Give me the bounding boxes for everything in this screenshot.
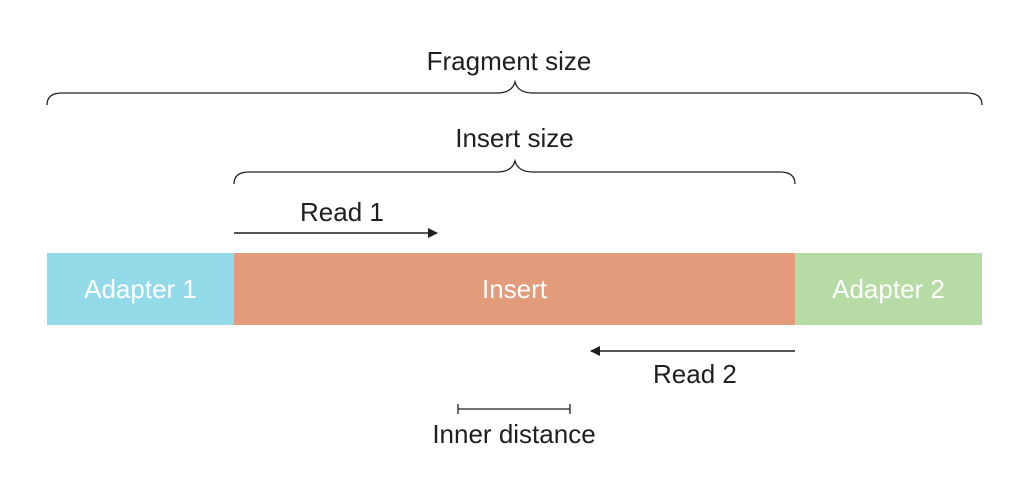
fragment-size-brace (46, 79, 983, 106)
inner-distance-bar (457, 404, 571, 414)
adapter1-segment: Adapter 1 (47, 253, 234, 325)
fragment-size-label: Fragment size (426, 46, 592, 76)
inner-distance-label: Inner distance (432, 419, 596, 449)
adapter2-segment: Adapter 2 (795, 253, 982, 325)
read1-label: Read 1 (300, 197, 384, 227)
insert-size-label: Insert size (455, 123, 574, 153)
insert-segment: Insert (234, 253, 795, 325)
read2-label: Read 2 (653, 359, 737, 389)
insert-size-brace (233, 158, 796, 185)
